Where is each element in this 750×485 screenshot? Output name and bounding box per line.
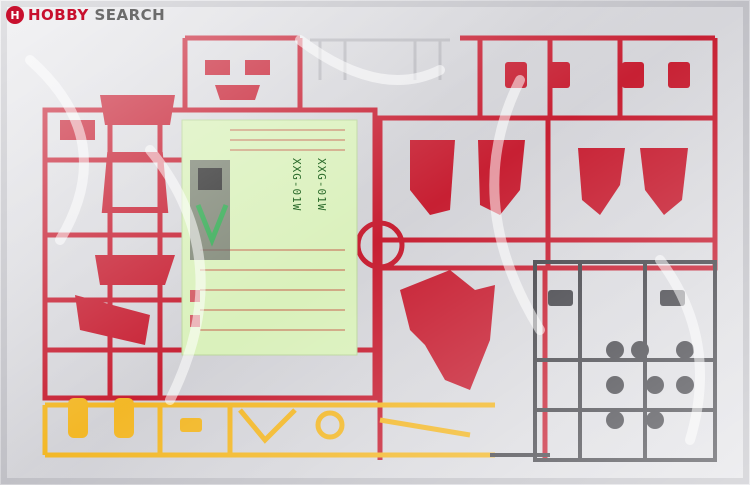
sticker-code-left: XXG-01W xyxy=(290,158,303,212)
hobby-search-watermark: H HOBBY SEARCH xyxy=(6,6,165,24)
sticker-code-right: XXG-01W xyxy=(315,158,328,212)
bag-reflections xyxy=(25,35,705,445)
watermark-brand-rest: SEARCH xyxy=(94,6,166,24)
watermark-text: HOBBY SEARCH xyxy=(28,6,165,24)
watermark-brand-strong: HOBBY xyxy=(28,6,89,24)
hobby-search-logo-icon: H xyxy=(6,6,24,24)
